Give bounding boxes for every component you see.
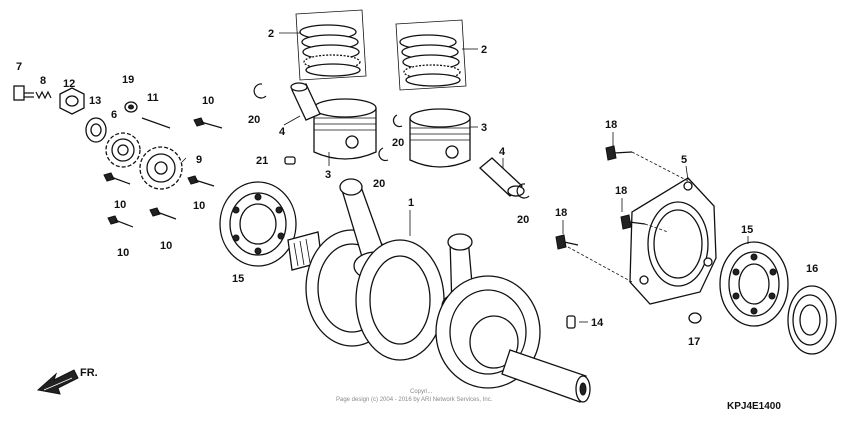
callout-19: 19 [122,74,134,86]
callout-6: 6 [111,109,117,121]
callout-3-right: 3 [481,122,487,134]
callout-10-b: 10 [114,199,126,211]
spring-8 [35,90,52,100]
piston-left [313,98,377,160]
callout-3-left: 3 [325,169,331,181]
piston-ring-set-right [395,19,467,91]
washer-17 [688,312,702,324]
callout-labels: 1 2 2 3 3 4 4 5 6 7 8 9 10 10 10 10 10 1… [16,28,818,348]
washer-19 [124,101,138,113]
callout-20-b: 20 [392,137,404,149]
crankshaft-assembly [287,178,591,403]
washer-13 [85,117,107,143]
oil-seal-16 [787,285,837,355]
callout-11: 11 [147,92,159,104]
piston-right [409,108,471,168]
nut-12 [59,87,85,115]
copyright-line-1: Copyri... [410,389,433,395]
callout-12: 12 [63,78,75,90]
callout-15-left: 15 [232,273,244,285]
callout-1: 1 [408,197,414,209]
callout-5: 5 [681,154,687,166]
callout-10-e: 10 [160,240,172,252]
piston-pin-clip [253,83,530,199]
bolt-10 [103,117,223,228]
callout-2-left: 2 [268,28,274,40]
callout-7: 7 [16,61,22,73]
callout-2-right: 2 [481,44,487,56]
direction-label: FR. [80,367,98,379]
callout-20-c: 20 [373,178,385,190]
front-direction-arrow-icon [36,369,79,395]
leader-lines [181,32,749,323]
callout-16: 16 [806,263,818,275]
callout-15-right: 15 [741,224,753,236]
bolt-7 [13,85,34,101]
callout-9: 9 [196,154,202,166]
callout-13: 13 [89,95,101,107]
pin-11 [141,117,171,129]
piston-ring-set-left [295,9,367,81]
callout-4-left: 4 [279,126,286,138]
callout-8: 8 [40,75,46,87]
callout-17: 17 [688,336,700,348]
callout-10-a: 10 [202,95,214,107]
piston-pin-left [290,82,321,121]
callout-4-right: 4 [499,146,506,158]
callout-18-a: 18 [605,119,617,131]
copyright-line-2: Page design (c) 2004 - 2016 by ARI Netwo… [336,397,493,403]
callout-21: 21 [256,155,268,167]
piston-pin-right [479,157,525,197]
bearing-15-right [719,241,789,327]
callout-18-b: 18 [615,185,627,197]
callout-14: 14 [591,317,604,329]
callout-10-d: 10 [117,247,129,259]
dowel-pin-14 [566,315,576,329]
diagram-code: KPJ4E1400 [727,401,781,412]
bolt-18 [555,145,646,250]
bearing-holder-5 [629,177,717,305]
callout-10-c: 10 [193,200,205,212]
callout-18-c: 18 [555,207,567,219]
callout-20-a: 20 [248,114,260,126]
dowel-pin [284,156,296,165]
bearing-15-left [219,181,297,267]
gear-9 [139,146,183,190]
gear-6 [105,132,141,168]
callout-20-d: 20 [517,214,529,226]
